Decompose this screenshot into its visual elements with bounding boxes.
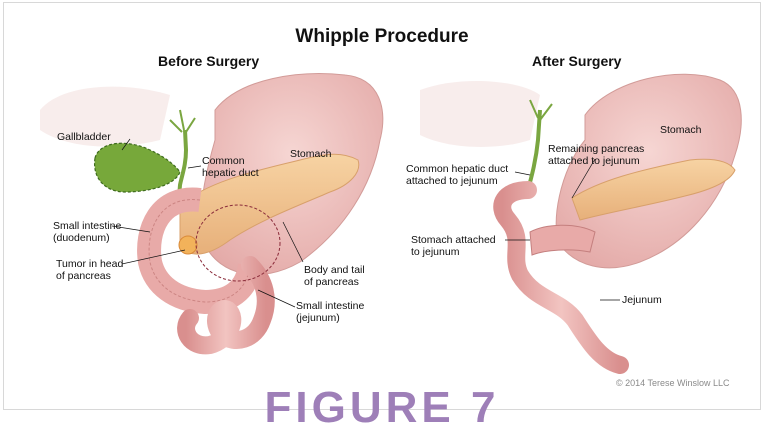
stomach-jejunum-junction xyxy=(530,225,595,255)
label-stomach-attached: Stomach attached to jejunum xyxy=(411,234,496,258)
figure-frame: Whipple Procedure Before Surgery After S… xyxy=(0,0,764,417)
label-common-hepatic-duct-before: Common hepatic duct xyxy=(202,155,259,179)
gallbladder-shape xyxy=(95,143,180,192)
label-jejunum-after: Jejunum xyxy=(622,294,662,306)
label-stomach-before: Stomach xyxy=(290,148,331,160)
after-heading: After Surgery xyxy=(532,53,621,69)
figure-number: FIGURE 7 xyxy=(0,386,764,430)
label-body-tail-pancreas: Body and tail of pancreas xyxy=(304,264,365,288)
before-heading: Before Surgery xyxy=(158,53,259,69)
label-jejunum-before: Small intestine (jejunum) xyxy=(296,300,364,324)
illustration xyxy=(0,0,764,417)
label-stomach-after: Stomach xyxy=(660,124,701,136)
label-duodenum: Small intestine (duodenum) xyxy=(53,220,121,244)
tumor-shape xyxy=(179,236,197,254)
label-gallbladder: Gallbladder xyxy=(57,131,111,143)
label-remaining-pancreas: Remaining pancreas attached to jejunum xyxy=(548,143,644,167)
label-tumor: Tumor in head of pancreas xyxy=(56,258,123,282)
figure-title: Whipple Procedure xyxy=(0,26,764,48)
label-common-hepatic-duct-after: Common hepatic duct attached to jejunum xyxy=(406,163,508,187)
liver-shape-after xyxy=(420,81,540,147)
